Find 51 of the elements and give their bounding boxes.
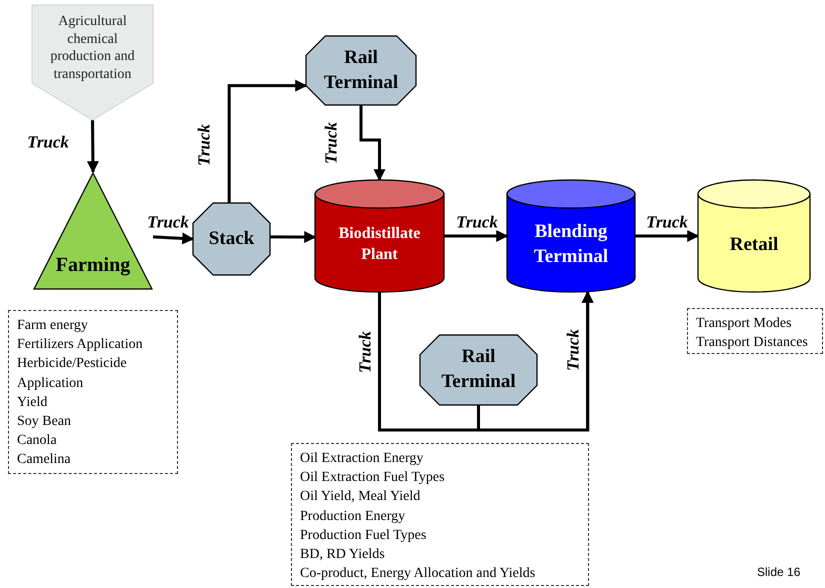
octagon-node (306, 36, 416, 105)
edge-label: Truck (26, 134, 70, 150)
node-label: Rail Terminal (322, 46, 400, 94)
node-label: Farming (56, 253, 130, 278)
note-item: Farm energy (17, 317, 89, 335)
note-item: Transport Modes (696, 315, 793, 333)
note-item: Fertilizers Application (17, 336, 144, 354)
arrow (444, 230, 508, 242)
arrow (635, 230, 700, 242)
note-item: Oil Extraction Fuel Types (300, 469, 446, 488)
note-item: Herbicide/Pesticide Application (17, 355, 128, 393)
node-label: Retail (730, 232, 778, 257)
note-item: BD, RD Yields (300, 546, 386, 564)
cylinder-node (315, 180, 444, 292)
edge-label: Truck (564, 328, 582, 372)
note-box (8, 310, 178, 474)
note-box (687, 308, 823, 354)
edge-label: Truck (322, 121, 340, 165)
octagon-node (420, 335, 537, 405)
pentagon-callout (32, 5, 153, 120)
node-label: Agricultural chemical production and transportation (49, 13, 136, 83)
edge-label: Truck (196, 123, 212, 167)
edge-label: Truck (645, 214, 689, 230)
node-label: Rail Terminal (440, 345, 517, 394)
note-item: Canola (17, 432, 58, 450)
arrow (86, 120, 99, 174)
edge-label: Truck (146, 214, 190, 230)
note-item: Production Fuel Types (300, 526, 428, 545)
cylinder-node (698, 180, 810, 292)
note-item: Production Energy (300, 508, 406, 526)
arrow (152, 232, 194, 244)
arrow (270, 231, 316, 244)
note-item: Transport Distances (696, 334, 809, 352)
note-item: Co-product, Energy Allocation and Yields (300, 565, 536, 584)
octagon-node (193, 203, 270, 275)
node-label: Blending Terminal (532, 220, 610, 269)
note-item: Soy Bean (17, 413, 72, 432)
arrow (360, 105, 386, 182)
node-label: Stack (208, 226, 254, 251)
slide-number: Slide 16 (757, 565, 800, 579)
edge-label: Truck (356, 330, 374, 374)
arrow (477, 290, 594, 432)
cylinder-node (507, 180, 635, 292)
node-label: Biodistillate Plant (338, 224, 422, 265)
note-item: Oil Yield, Meal Yield (300, 488, 422, 506)
note-item: Oil Extraction Energy (300, 450, 424, 468)
note-item: Yield (17, 394, 48, 412)
arrow (228, 80, 308, 203)
note-item: Camelina (17, 451, 72, 470)
note-box (291, 443, 589, 586)
edge-label: Truck (455, 214, 499, 230)
